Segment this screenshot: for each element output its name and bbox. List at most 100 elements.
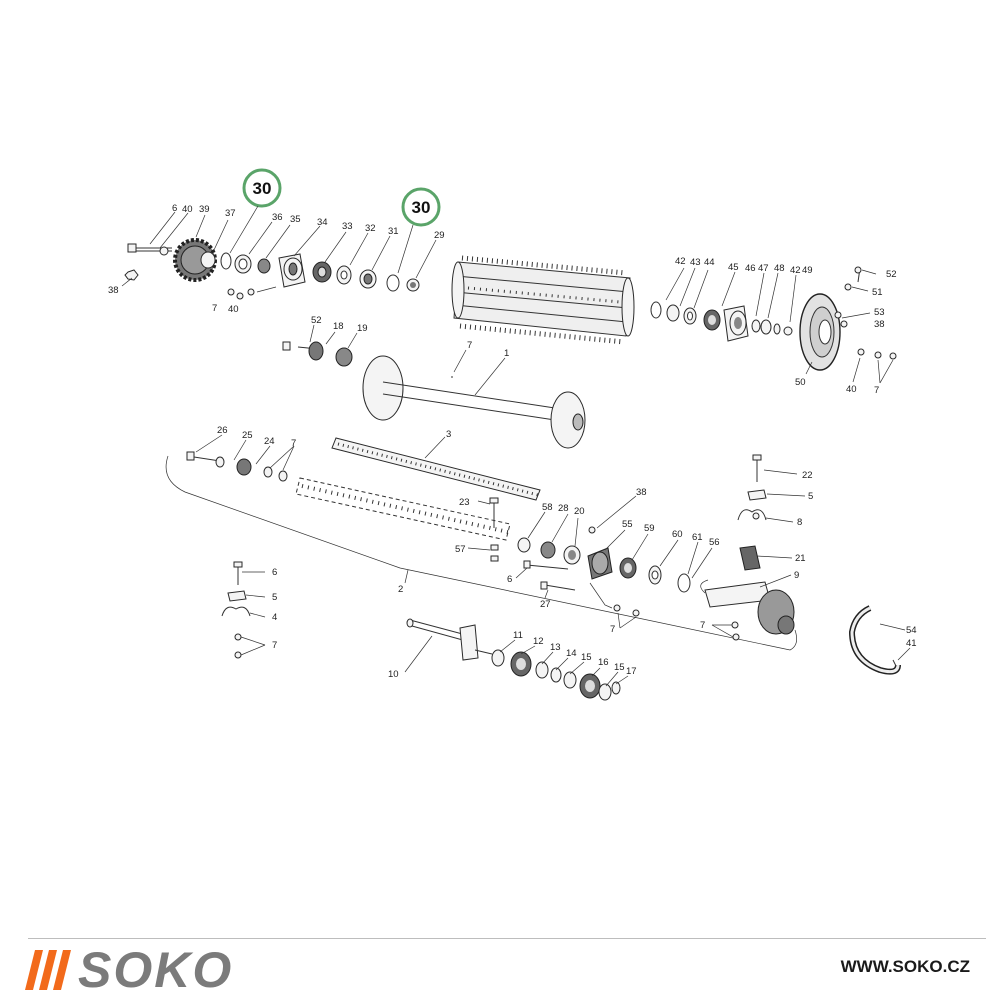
bearing-part [335, 347, 353, 367]
part-label: 46 [745, 263, 756, 274]
nut-part [490, 544, 499, 551]
part-label: 2 [398, 584, 403, 595]
bearing-housing-part [723, 305, 749, 342]
part-label: 21 [795, 553, 806, 564]
part-label: 41 [906, 638, 917, 649]
part-label: 8 [797, 517, 802, 528]
part-label: 38 [874, 319, 885, 330]
part-label: 36 [272, 212, 283, 223]
bushing-part [236, 458, 252, 476]
part-label: 7 [467, 340, 472, 351]
part-label: 59 [644, 523, 655, 534]
part-label: 19 [357, 323, 368, 334]
part-label: 32 [365, 223, 376, 234]
leader-lines [121, 211, 911, 687]
logo-text: SOKO [78, 942, 234, 998]
cover-disc-part [799, 293, 841, 371]
callout-30-left: 30 [229, 168, 282, 254]
part-label: 55 [622, 519, 633, 530]
bearing-part [308, 341, 324, 361]
part-label: 18 [333, 321, 344, 332]
subassembly-bracket [165, 455, 797, 651]
nut-part [227, 288, 235, 296]
ring-part [760, 319, 772, 335]
part-label: 26 [217, 425, 228, 436]
right-hub-assembly [650, 266, 897, 371]
part-label: 6 [172, 203, 177, 214]
part-label: 38 [636, 487, 647, 498]
seal-part [257, 258, 271, 274]
part-label: 22 [802, 470, 813, 481]
part-label: 5 [272, 592, 277, 603]
part-label: 48 [774, 263, 785, 274]
part-label: 12 [533, 636, 544, 647]
part-label: 52 [311, 315, 322, 326]
tine-bar-part [331, 437, 541, 501]
circlip-part [220, 252, 232, 270]
logo-bars-icon [25, 950, 71, 990]
part-label: 54 [906, 625, 917, 636]
part-label: 6 [507, 574, 512, 585]
nut-part [783, 326, 793, 336]
soko-logo: SOKO [25, 942, 234, 998]
part-label: 42 [675, 256, 686, 267]
nut-part [247, 288, 255, 296]
part-label: 13 [550, 642, 561, 653]
nut-part [874, 351, 882, 359]
part-label: 31 [388, 226, 399, 237]
part-label: 23 [459, 497, 470, 508]
part-label: 47 [758, 263, 769, 274]
part-label: 29 [434, 230, 445, 241]
lower-left-bolt [186, 451, 288, 482]
part-label: 7 [212, 303, 217, 314]
part-label: 15 [614, 662, 625, 673]
nut-part [857, 348, 865, 356]
callout-30-right: 30 [397, 187, 441, 274]
circlip-part [650, 301, 662, 319]
part-label: 50 [795, 377, 806, 388]
arm-assembly [700, 454, 795, 641]
part-label: 7 [700, 620, 705, 631]
part-label: 39 [199, 204, 210, 215]
part-label: 24 [264, 436, 275, 447]
part-label: 9 [794, 570, 799, 581]
part-label: 51 [872, 287, 883, 298]
callout-text: 30 [253, 179, 272, 198]
part-label: 40 [846, 384, 857, 395]
left-clip-assembly [221, 561, 251, 659]
part-label: 45 [728, 262, 739, 273]
nut-part [840, 320, 848, 328]
part-label: 11 [513, 630, 523, 641]
part-label: 7 [272, 640, 277, 651]
part-label: 10 [388, 669, 399, 680]
part-label: 33 [342, 221, 353, 232]
part-label: 7 [291, 438, 296, 449]
part-label: 1 [504, 348, 509, 359]
part-label: 7 [610, 624, 615, 635]
washer-part [844, 283, 852, 291]
part-label: 56 [709, 537, 720, 548]
part-label: 28 [558, 503, 569, 514]
part-label: 7 [874, 385, 879, 396]
part-label: 20 [574, 506, 585, 517]
part-label: 25 [242, 430, 253, 441]
part-label: 52 [886, 269, 897, 280]
part-label: 15 [581, 652, 592, 663]
footer-divider [28, 938, 986, 939]
website-url: WWW.SOKO.CZ [840, 957, 970, 976]
callout-text: 30 [412, 198, 431, 217]
part-label: 14 [566, 648, 577, 659]
crank-assembly [517, 526, 691, 617]
seal-part [751, 319, 761, 333]
nut-part [490, 555, 499, 562]
spring-clip-part [848, 605, 901, 675]
circlip-part [386, 274, 400, 292]
part-label: 6 [272, 567, 277, 578]
part-label: 3 [446, 429, 451, 440]
part-label: 37 [225, 208, 236, 219]
part-label: 16 [598, 657, 609, 668]
part-label: 60 [672, 529, 683, 540]
sprocket-assembly [124, 238, 420, 300]
nut-part [124, 269, 139, 281]
